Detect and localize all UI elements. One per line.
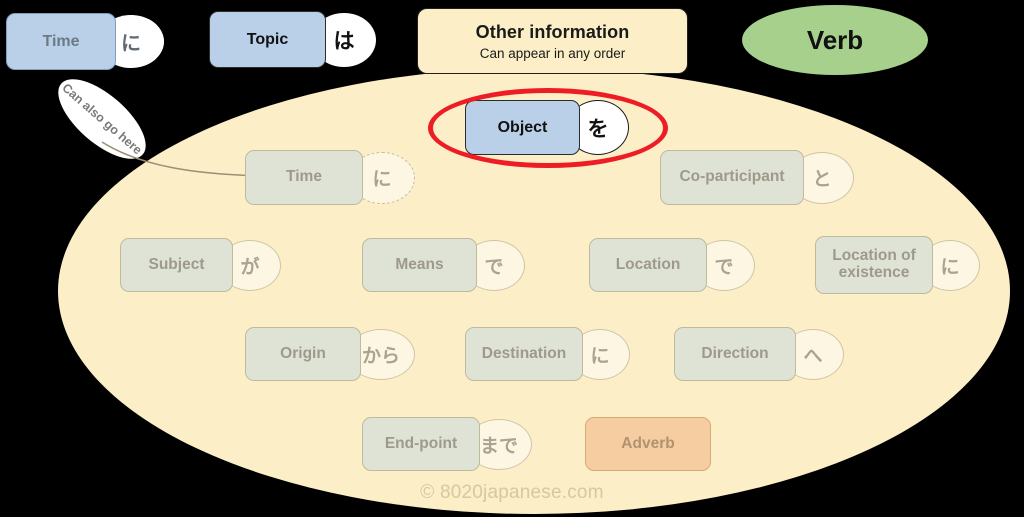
other-information-callout: Other information Can appear in any orde… bbox=[417, 8, 688, 74]
slot-means[interactable]: Means で bbox=[362, 238, 525, 292]
callout-subtitle: Can appear in any order bbox=[479, 45, 626, 61]
location-of-existence-box[interactable]: Location of existence bbox=[815, 236, 933, 294]
destination-box[interactable]: Destination bbox=[465, 327, 583, 381]
slot-location-of-existence[interactable]: Location of existence に bbox=[815, 236, 980, 294]
location-of-existence-line1: Location of bbox=[832, 247, 916, 265]
object-box[interactable]: Object bbox=[465, 100, 580, 155]
adverb-box[interactable]: Adverb bbox=[585, 417, 711, 471]
direction-box[interactable]: Direction bbox=[674, 327, 796, 381]
location-box[interactable]: Location bbox=[589, 238, 707, 292]
header-time-box[interactable]: Time bbox=[6, 13, 116, 70]
slot-endpoint[interactable]: End-point まで bbox=[362, 417, 532, 471]
origin-box[interactable]: Origin bbox=[245, 327, 361, 381]
slot-adverb[interactable]: Adverb bbox=[585, 417, 711, 471]
slot-origin[interactable]: Origin から bbox=[245, 327, 415, 381]
header-topic-box[interactable]: Topic bbox=[209, 11, 326, 68]
coparticipant-box[interactable]: Co-participant bbox=[660, 150, 804, 205]
note-connector-line bbox=[101, 141, 271, 177]
endpoint-box[interactable]: End-point bbox=[362, 417, 480, 471]
time-inner-box[interactable]: Time bbox=[245, 150, 363, 205]
verb-ellipse[interactable]: Verb bbox=[742, 5, 928, 75]
slot-direction[interactable]: Direction へ bbox=[674, 327, 844, 381]
header-time-slot[interactable]: Time に bbox=[6, 13, 164, 70]
callout-title: Other information bbox=[475, 21, 630, 42]
means-box[interactable]: Means bbox=[362, 238, 477, 292]
slot-destination[interactable]: Destination に bbox=[465, 327, 630, 381]
location-of-existence-line2: existence bbox=[838, 264, 910, 281]
slot-subject[interactable]: Subject が bbox=[120, 238, 281, 292]
copyright-text: © 8020japanese.com bbox=[420, 482, 604, 503]
slot-time-inner[interactable]: Time に bbox=[245, 150, 415, 205]
slot-coparticipant[interactable]: Co-participant と bbox=[660, 150, 854, 205]
object-slot[interactable]: Object を bbox=[465, 100, 629, 155]
subject-box[interactable]: Subject bbox=[120, 238, 233, 292]
slot-location[interactable]: Location で bbox=[589, 238, 755, 292]
header-topic-slot[interactable]: Topic は bbox=[209, 11, 376, 68]
